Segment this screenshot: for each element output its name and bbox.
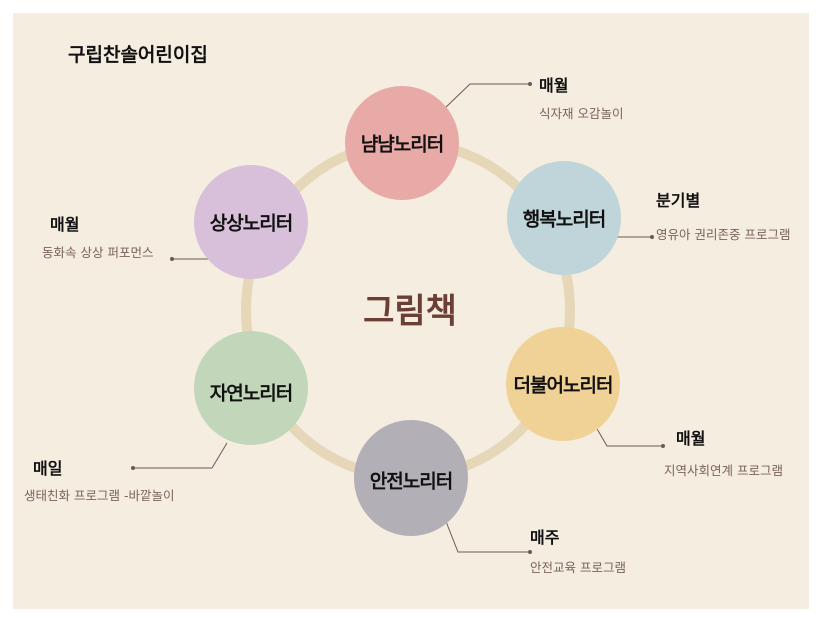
- description-deobureo: 지역사회연계 프로그램: [664, 463, 783, 478]
- frequency-jayeon: 매일: [33, 459, 63, 478]
- leader-line-jayeon: [133, 442, 228, 469]
- description-sangsang: 동화속 상상 퍼포먼스: [42, 245, 154, 260]
- node-circle-nyamnyam: [345, 86, 459, 200]
- description-jayeon: 생태친화 프로그램 -바깥놀이: [24, 488, 175, 503]
- node-circle-jayeon: [194, 331, 308, 445]
- page-title: 구립찬솔어린이집: [68, 44, 208, 66]
- frequency-haengbok: 분기별: [656, 191, 701, 210]
- node-circle-deobureo: [506, 327, 620, 441]
- frequency-anjeon: 매주: [530, 528, 560, 547]
- frequency-sangsang: 매월: [50, 215, 80, 234]
- node-label-nyamnyam: 냠냠노리터: [360, 133, 444, 156]
- frequency-nyamnyam: 매월: [539, 76, 569, 95]
- node-label-jayeon: 자연노리터: [209, 382, 293, 405]
- node-label-sangsang: 상상노리터: [209, 212, 293, 235]
- leader-line-nyamnyam: [444, 83, 530, 109]
- node-label-anjeon: 안전노리터: [369, 470, 453, 493]
- node-circle-haengbok: [507, 161, 621, 275]
- node-circle-anjeon: [354, 420, 468, 536]
- frequency-deobureo: 매월: [676, 429, 706, 448]
- node-label-haengbok: 행복노리터: [522, 208, 606, 231]
- node-circle-sangsang: [194, 165, 308, 279]
- description-haengbok: 영유아 권리존중 프로그램: [656, 227, 791, 242]
- leader-line-deobureo: [592, 421, 663, 447]
- description-anjeon: 안전교육 프로그램: [530, 560, 626, 575]
- center-label: 그림책: [363, 291, 457, 332]
- description-nyamnyam: 식자재 오감놀이: [539, 106, 624, 121]
- leader-line-anjeon: [444, 518, 530, 553]
- node-label-deobureo: 더불어노리터: [513, 374, 614, 397]
